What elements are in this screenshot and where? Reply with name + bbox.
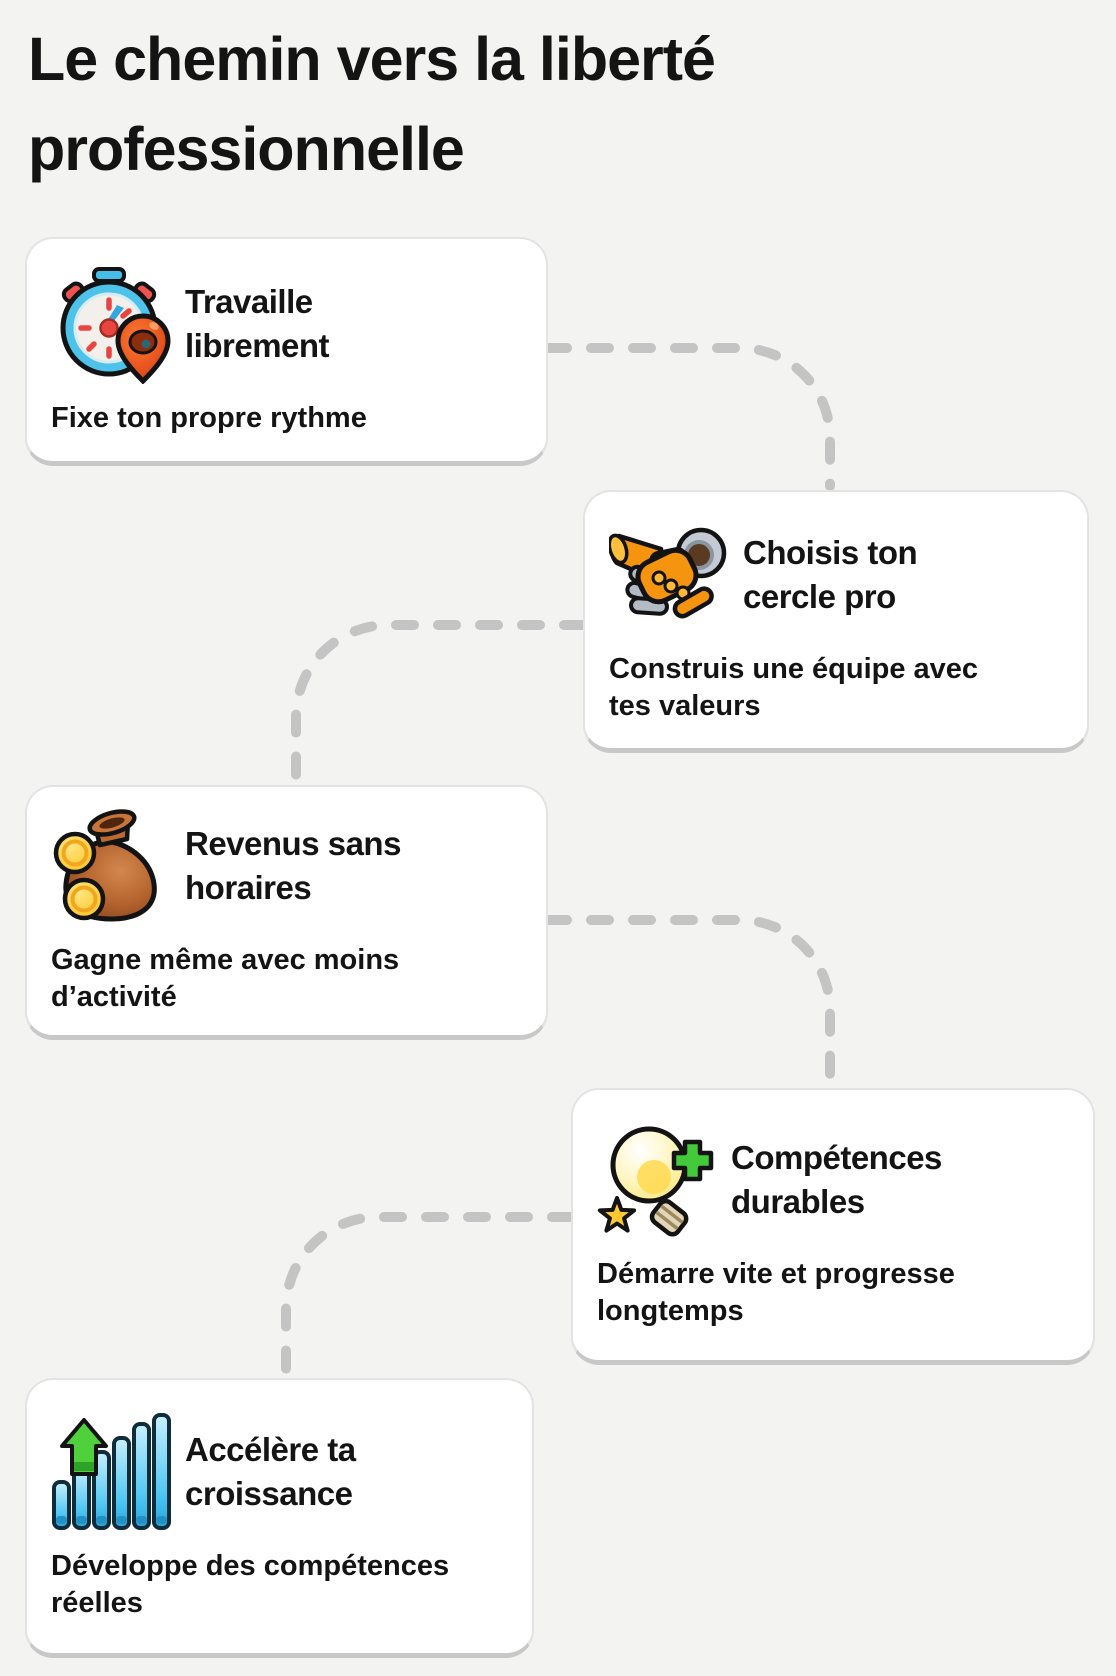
step-title-line: durables bbox=[731, 1183, 865, 1220]
step-subtitle-line: réelles bbox=[51, 1586, 143, 1619]
connector-step2-step3 bbox=[291, 620, 587, 786]
money-bag-icon bbox=[53, 809, 157, 922]
handshake-icon bbox=[609, 527, 727, 619]
connector-step4-step5 bbox=[281, 1212, 575, 1379]
card-header: Revenus sans horaires bbox=[51, 806, 522, 926]
step-subtitle: Développe des compétences réelles bbox=[51, 1548, 508, 1622]
step-card-croissance: Accélère ta croissance Développe des com… bbox=[25, 1378, 534, 1658]
stopwatch-location-icon bbox=[60, 266, 171, 384]
step-title-line: horaires bbox=[185, 869, 312, 906]
step-card-revenus: Revenus sans horaires Gagne même avec mo… bbox=[25, 785, 548, 1040]
step-title-line: Revenus sans bbox=[185, 825, 401, 862]
step-card-competences: Compétences durables Démarre vite et pro… bbox=[571, 1088, 1095, 1365]
step-subtitle-line: Démarre vite et progresse bbox=[597, 1258, 955, 1290]
step-title-line: Compétences bbox=[731, 1139, 942, 1176]
step-subtitle-line: Construis une équipe avec bbox=[609, 653, 979, 685]
card-header: Choisis ton cercle pro bbox=[609, 515, 1063, 635]
step-subtitle-line: Développe des compétences bbox=[51, 1549, 450, 1582]
step-subtitle-line: longtemps bbox=[597, 1295, 744, 1327]
card-header: Compétences durables bbox=[597, 1120, 1069, 1240]
step-title: Compétences durables bbox=[731, 1136, 942, 1224]
step-subtitle-line: Gagne même avec moins bbox=[51, 944, 400, 976]
connector-step1-step2 bbox=[544, 343, 835, 491]
lightbulb-plus-icon bbox=[597, 1126, 714, 1237]
step-title: Accélère ta croissance bbox=[185, 1428, 356, 1516]
connector-step3-step4 bbox=[544, 915, 835, 1089]
page-title: Le chemin vers la liberté professionnell… bbox=[28, 25, 716, 183]
step-subtitle-line: Fixe ton propre rythme bbox=[51, 401, 367, 434]
step-subtitle-line: d’activité bbox=[51, 981, 177, 1013]
card-header: Accélère ta croissance bbox=[51, 1412, 508, 1532]
step-subtitle-line: tes valeurs bbox=[609, 690, 761, 722]
step-title-line: Accélère ta bbox=[185, 1430, 356, 1468]
step-card-travaille-librement: Travaille librement Fixe ton propre ryth… bbox=[25, 237, 548, 466]
step-title: Travaille librement bbox=[185, 280, 330, 368]
step-title: Revenus sans horaires bbox=[185, 822, 401, 910]
step-title-line: cercle pro bbox=[743, 578, 896, 615]
step-title-line: Choisis ton bbox=[743, 534, 918, 571]
step-title-line: croissance bbox=[185, 1474, 353, 1512]
step-subtitle: Construis une équipe avec tes valeurs bbox=[609, 651, 1063, 725]
growth-bars-icon bbox=[52, 1412, 171, 1530]
step-subtitle: Gagne même avec moins d’activité bbox=[51, 942, 522, 1016]
step-card-cercle-pro: Choisis ton cercle pro Construis une équ… bbox=[583, 490, 1089, 753]
step-title-line: Travaille bbox=[185, 282, 313, 320]
card-header: Travaille librement bbox=[51, 264, 522, 384]
step-subtitle: Fixe ton propre rythme bbox=[51, 400, 522, 437]
step-subtitle: Démarre vite et progresse longtemps bbox=[597, 1256, 1069, 1330]
step-title-line: librement bbox=[185, 326, 330, 364]
step-title: Choisis ton cercle pro bbox=[743, 531, 918, 619]
